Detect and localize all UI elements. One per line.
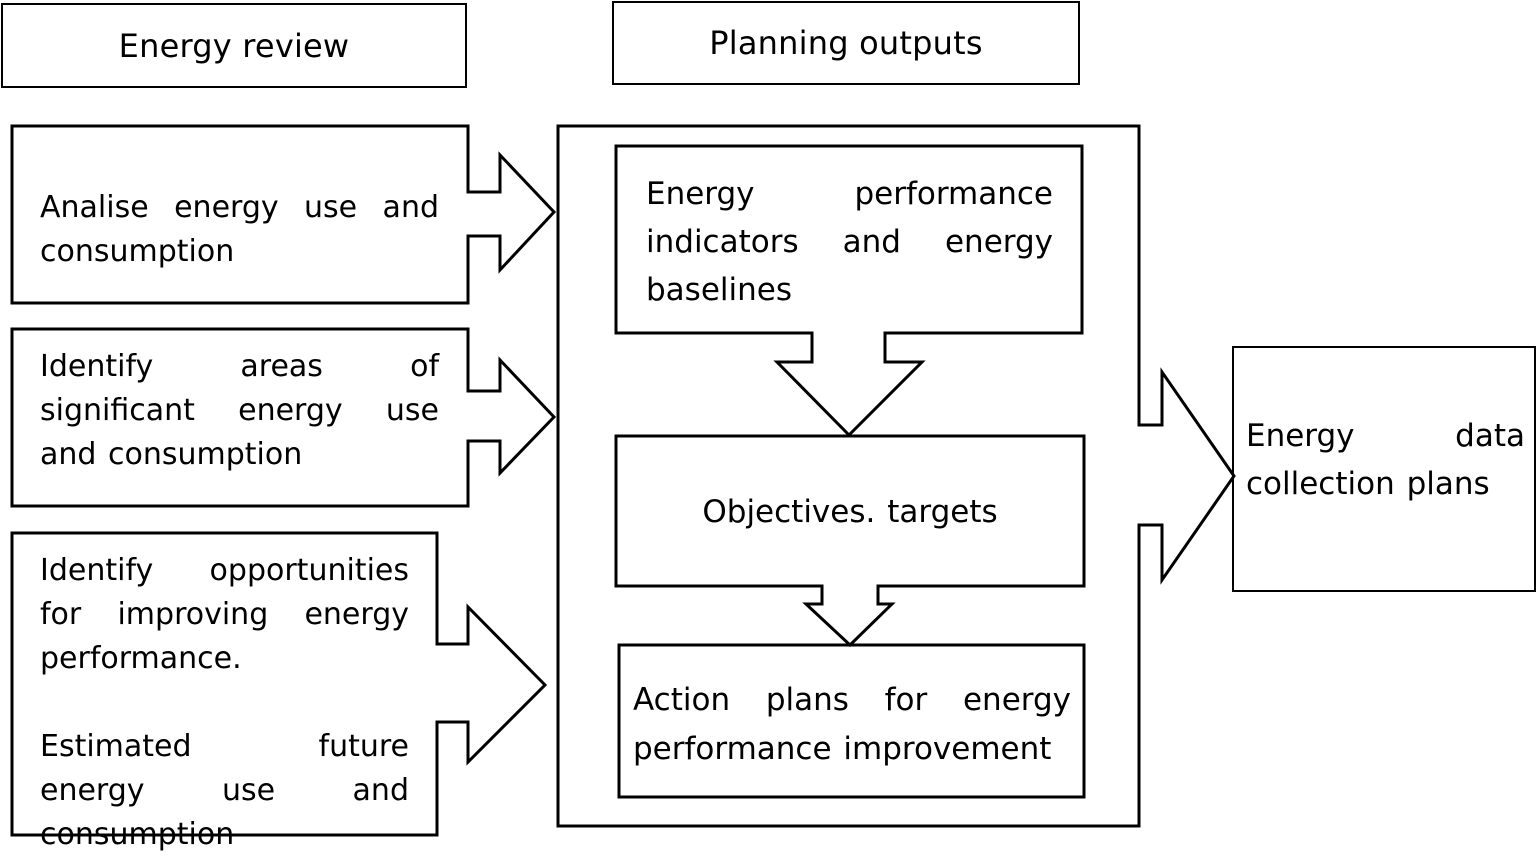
action-plans-text: Action plans for energy performance impr…: [633, 682, 1071, 767]
review-item-1-text: Analise energy use and consumption: [40, 190, 439, 269]
data-collection-item: Energy data collection plans: [1246, 412, 1525, 508]
data-collection-text: Energy data collection plans: [1246, 418, 1525, 502]
review-item-1: Analise energy use and consumption: [40, 186, 439, 274]
review-item-2-text: Identify areas of significant energy use…: [40, 349, 439, 472]
review-item-3a-text: Identify opportunities for improving ene…: [40, 553, 409, 676]
review-item-2: Identify areas of significant energy use…: [40, 345, 439, 477]
review-item-3: Identify opportunities for improving ene…: [40, 549, 409, 857]
review-box-1-arrow: [10, 124, 557, 305]
review-item-3b-text: Estimated future energy use and consumpt…: [40, 729, 409, 852]
objectives-text: Objectives. targets: [702, 494, 998, 530]
action-plans-box: [617, 643, 1086, 799]
energy-review-title: Energy review: [118, 26, 350, 65]
review-box-3-arrow: [10, 531, 548, 837]
planning-container-arrow: [556, 124, 1236, 828]
indicators-item: Energy performance indicators and energy…: [646, 170, 1053, 314]
indicators-text: Energy performance indicators and energy…: [646, 176, 1053, 308]
planning-outputs-title: Planning outputs: [709, 24, 983, 62]
objectives-item: Objectives. targets: [616, 490, 1084, 534]
planning-outputs-header: Planning outputs: [613, 2, 1079, 84]
action-plans-item: Action plans for energy performance impr…: [633, 676, 1071, 774]
energy-review-header-box: [1, 3, 467, 88]
diagram-shapes: [1, 1, 1536, 837]
review-box-2-arrow: [10, 327, 557, 508]
planning-outputs-header-box: [612, 1, 1080, 85]
energy-review-header: Energy review: [2, 4, 466, 87]
objectives-box-arrow: [614, 434, 1086, 648]
data-collection-box: [1232, 346, 1536, 592]
indicators-box-arrow: [614, 144, 1084, 438]
